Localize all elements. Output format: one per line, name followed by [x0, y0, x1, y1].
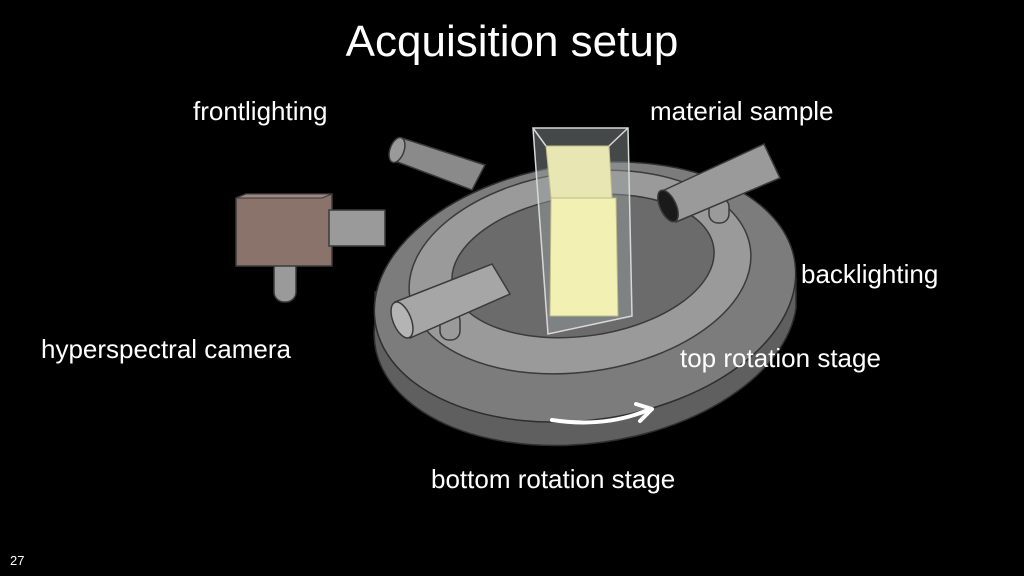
page-number: 27 [10, 553, 25, 568]
backlighting-label: backlighting [801, 259, 939, 289]
hyperspectral-camera-label: hyperspectral camera [41, 334, 291, 364]
top-rotation-stage-label: top rotation stage [680, 343, 881, 373]
front-light-right [657, 143, 782, 223]
hyperspectral-camera [235, 193, 386, 303]
front-light-left [390, 263, 512, 339]
front-lighting-label: frontlighting [193, 96, 328, 126]
rotation-arrow-icon [550, 402, 654, 425]
bottom-rotation-stage-label: bottom rotation stage [431, 464, 676, 494]
front-light-back [388, 136, 487, 191]
material-sample-label: material sample [650, 96, 834, 126]
slide-title: Acquisition setup [345, 17, 679, 66]
material-sample [532, 127, 633, 335]
